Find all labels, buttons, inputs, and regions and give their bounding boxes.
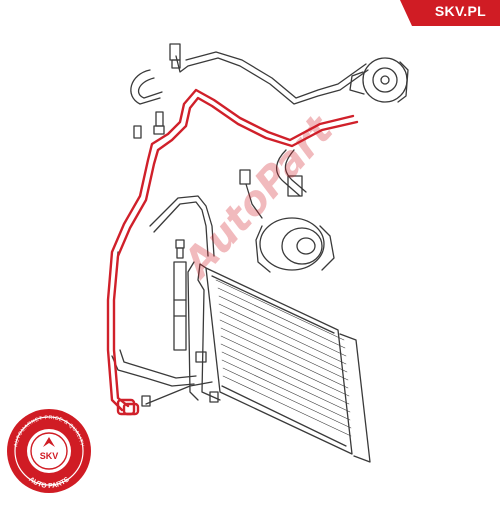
pressure-switch (133, 111, 165, 139)
seal-center-text: SKV (40, 451, 59, 461)
compressor-main (255, 217, 335, 273)
compressor-top (349, 57, 409, 103)
discharge-hose (239, 149, 307, 219)
highlighted-ac-hose (106, 88, 359, 416)
condenser (187, 261, 371, 463)
suction-hose (130, 43, 369, 105)
receiver-drier (173, 239, 187, 351)
round-seal-icon: SKV AUTOMARKET PRICE & QUALITY AUTO PART… (7, 409, 91, 493)
brand-tab (400, 0, 500, 26)
brand-logo: SKV.PL (434, 3, 486, 19)
